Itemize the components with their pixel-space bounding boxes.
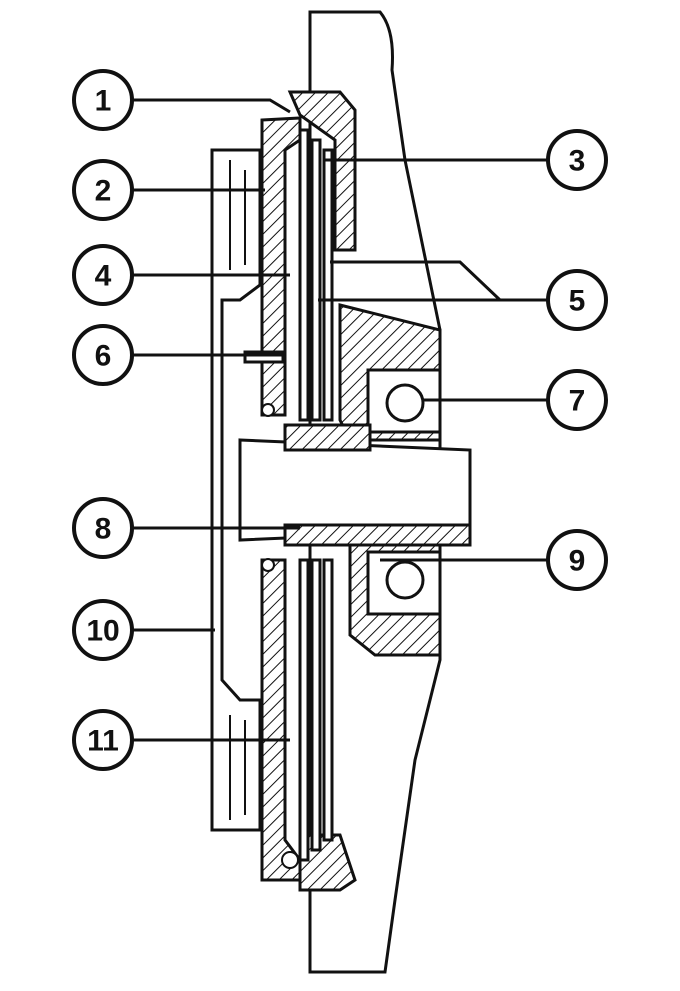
cover-rib-top bbox=[229, 160, 246, 270]
callout-9: 9 bbox=[546, 529, 608, 591]
callout-1: 1 bbox=[72, 69, 134, 131]
shaft-collar-lower bbox=[283, 523, 472, 547]
clutch-plate-f bbox=[322, 558, 334, 842]
callout-6: 6 bbox=[72, 324, 134, 386]
callout-7-label: 7 bbox=[569, 385, 586, 418]
callout-7: 7 bbox=[546, 369, 608, 431]
housing-flange-top bbox=[287, 90, 357, 252]
pivot-pin bbox=[281, 851, 299, 869]
callout-9-label: 9 bbox=[569, 545, 586, 578]
callout-3-label: 3 bbox=[569, 145, 586, 178]
callout-6-label: 6 bbox=[95, 340, 112, 373]
leader-5 bbox=[318, 260, 548, 302]
disk-carrier-upper bbox=[260, 116, 302, 417]
leader-1 bbox=[132, 98, 291, 114]
callout-8: 8 bbox=[72, 497, 134, 559]
disk-carrier-lower bbox=[260, 558, 302, 882]
clutch-plate-d bbox=[298, 558, 310, 862]
clutch-plate-c bbox=[322, 148, 334, 422]
seal-ring-bottom bbox=[261, 558, 275, 572]
callout-1-label: 1 bbox=[95, 85, 112, 118]
callout-4: 4 bbox=[72, 244, 134, 306]
rivet bbox=[243, 350, 285, 364]
clutch-plate-e bbox=[310, 558, 322, 852]
callout-2: 2 bbox=[72, 159, 134, 221]
clutch-plate-b bbox=[310, 138, 322, 422]
callout-10: 10 bbox=[72, 599, 134, 661]
callout-11-label: 11 bbox=[87, 725, 119, 758]
callout-11: 11 bbox=[72, 709, 134, 771]
shaft-collar bbox=[283, 423, 372, 452]
left-cover-plate bbox=[210, 148, 262, 832]
callout-8-label: 8 bbox=[95, 513, 112, 546]
bearing-ball-top bbox=[385, 383, 425, 423]
callout-5-label: 5 bbox=[569, 285, 586, 318]
seal-ring-top bbox=[261, 403, 275, 417]
bearing-ball-bottom bbox=[385, 560, 425, 600]
callout-10-label: 10 bbox=[86, 615, 119, 648]
clutch-plate-a bbox=[298, 128, 310, 422]
callout-2-label: 2 bbox=[95, 175, 112, 208]
callout-5: 5 bbox=[546, 269, 608, 331]
callout-4-label: 4 bbox=[95, 260, 112, 293]
cover-rib-bottom bbox=[229, 715, 246, 820]
callout-3: 3 bbox=[546, 129, 608, 191]
